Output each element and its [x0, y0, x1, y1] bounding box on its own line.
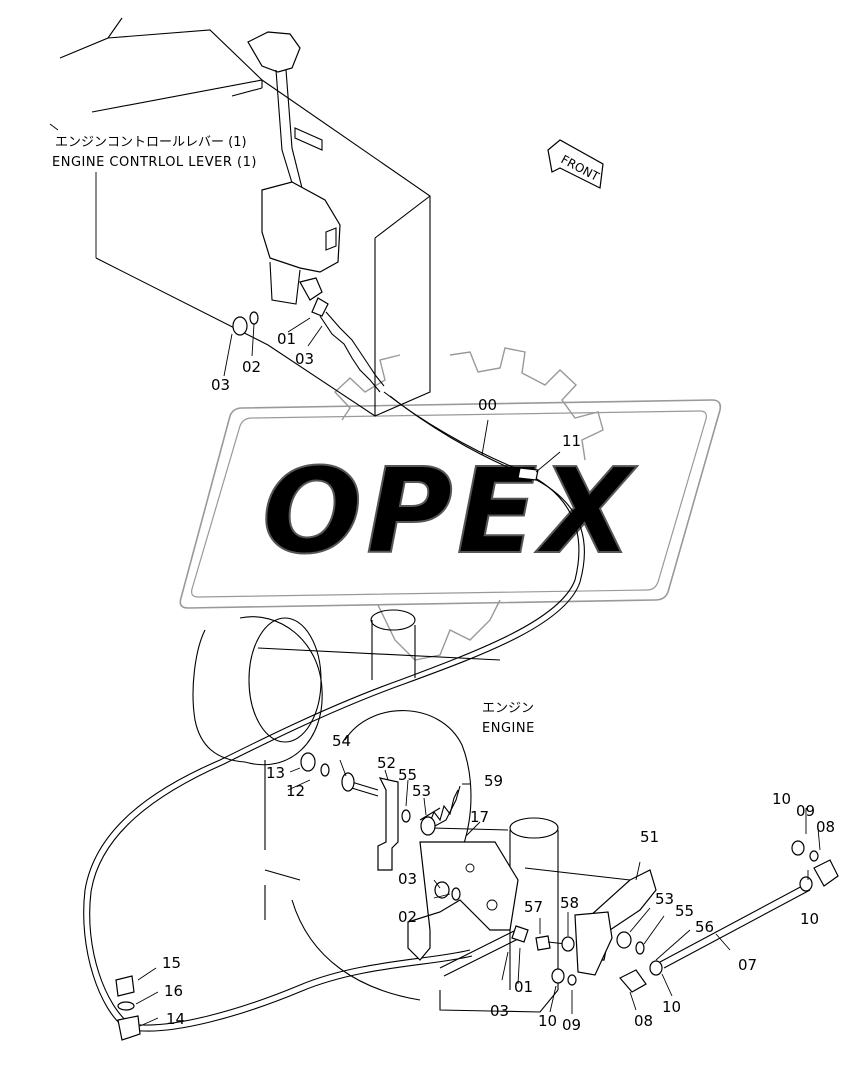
part-02-label: 02	[398, 908, 417, 926]
part-14-label: 14	[166, 1010, 185, 1028]
part-57-label: 57	[524, 898, 543, 916]
lever-title-jp: エンジンコントロールレバー (1)	[55, 135, 247, 150]
part-53-label: 53	[412, 782, 431, 800]
part-10-label: 10	[662, 998, 681, 1016]
engine-outline	[192, 609, 559, 1013]
engine-title-jp: エンジン	[482, 701, 534, 716]
part-17-label: 17	[470, 808, 489, 826]
lever-title-en: ENGINE CONTRLOL LEVER (1)	[52, 155, 257, 170]
part-55-label: 55	[398, 766, 417, 784]
part-12-label: 12	[286, 782, 305, 800]
watermark-frame-outer	[179, 399, 722, 609]
control-cable	[83, 391, 585, 1032]
part-11-label: 11	[562, 432, 581, 450]
part-03-label: 03	[490, 1002, 509, 1020]
part-58-label: 58	[560, 894, 579, 912]
part-01-label: 01	[514, 978, 533, 996]
part-08-label: 08	[816, 818, 835, 836]
part-10-label: 10	[772, 790, 791, 808]
part-09-label: 09	[562, 1016, 581, 1034]
part-53-label: 53	[655, 890, 674, 908]
callout-labels: エンジンコントロールレバー (1) ENGINE CONTRLOL LEVER …	[49, 123, 835, 1034]
watermark-frame-inner	[191, 410, 707, 598]
part-13-label: 13	[266, 764, 285, 782]
watermark-text: OPEX	[262, 442, 637, 580]
part-16-label: 16	[164, 982, 183, 1000]
linkage-assembly	[115, 752, 839, 1041]
part-02-label: 02	[242, 358, 261, 376]
front-arrow-icon: FRONT	[547, 139, 604, 189]
part-03-label: 03	[398, 870, 417, 888]
part-15-label: 15	[162, 954, 181, 972]
part-56-label: 56	[695, 918, 714, 936]
part-09-label: 09	[796, 802, 815, 820]
part-00-label: 00	[478, 396, 497, 414]
part-10-label: 10	[800, 910, 819, 928]
part-55-label: 55	[675, 902, 694, 920]
part-01-label: 01	[277, 330, 296, 348]
part-07-label: 07	[738, 956, 757, 974]
lever-console	[59, 17, 431, 417]
part-59-label: 59	[484, 772, 503, 790]
engine-title-en: ENGINE	[482, 721, 535, 736]
part-03-label: 03	[295, 350, 314, 368]
part-52-label: 52	[377, 754, 396, 772]
part-54-label: 54	[332, 732, 351, 750]
part-08-label: 08	[634, 1012, 653, 1030]
part-10-label: 10	[538, 1012, 557, 1030]
gear-icon	[334, 347, 604, 661]
part-51-label: 51	[640, 828, 659, 846]
opex-watermark: OPEX	[179, 347, 722, 661]
part-03-label: 03	[211, 376, 230, 394]
